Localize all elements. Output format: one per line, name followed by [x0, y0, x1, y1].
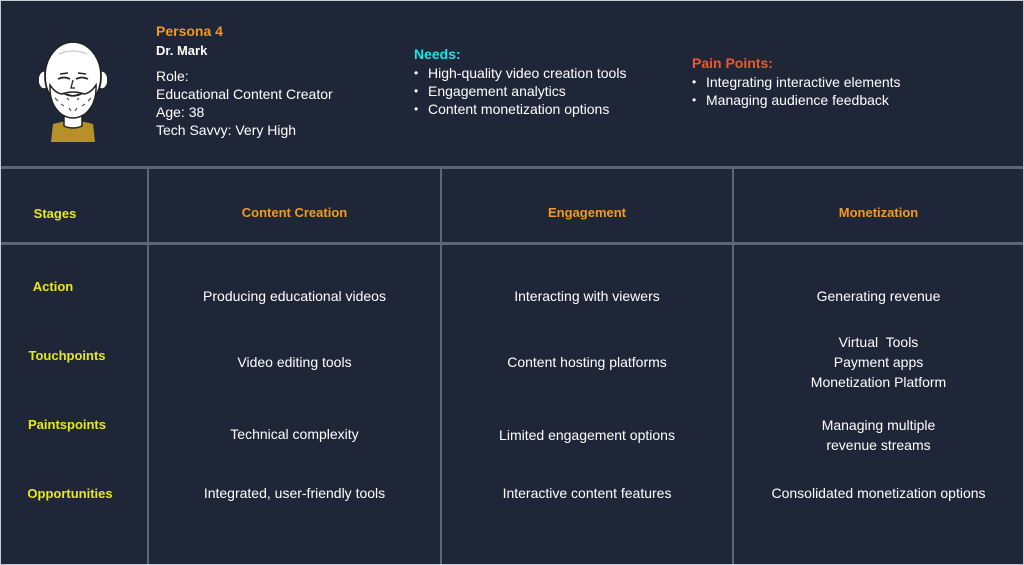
- stage-label-opportunities: Opportunities: [27, 486, 113, 501]
- cell-line: Video editing tools: [237, 354, 352, 370]
- needs-item: Engagement analytics: [414, 82, 626, 100]
- bald-bearded-man-avatar-icon: [39, 41, 107, 142]
- pain-points-list: Integrating interactive elements Managin…: [692, 73, 901, 109]
- table-cell: Generating revenue: [734, 286, 1023, 306]
- table-cell: Video editing tools: [149, 352, 440, 372]
- pain-points-heading: Pain Points:: [692, 55, 773, 71]
- header-divider: [1, 166, 1023, 169]
- table-cell: Limited engagement options: [442, 425, 732, 445]
- table-cell: Interactive content features: [442, 483, 732, 503]
- cell-line: Technical complexity: [230, 426, 359, 442]
- stages-header: Stages: [33, 206, 77, 221]
- needs-heading: Needs:: [414, 46, 461, 62]
- stage-label-action: Action: [32, 279, 74, 294]
- cell-line: Content hosting platforms: [507, 354, 667, 370]
- cell-line: Producing educational videos: [203, 288, 386, 304]
- pain-points-item: Managing audience feedback: [692, 91, 901, 109]
- stage-label-paintspoints: Paintspoints: [27, 417, 106, 432]
- persona-role-label: Role:: [156, 68, 189, 84]
- needs-item: High-quality video creation tools: [414, 64, 626, 82]
- cell-line: Monetization Platform: [810, 374, 947, 390]
- stage-label-touchpoints: Touchpoints: [28, 348, 106, 363]
- cell-line: Payment apps: [833, 354, 924, 370]
- table-cell: Managing multiple revenue streams: [734, 415, 1023, 455]
- pain-points-item: Integrating interactive elements: [692, 73, 901, 91]
- cell-line: Generating revenue: [816, 288, 941, 304]
- column-divider: [147, 169, 149, 564]
- table-cell: Technical complexity: [149, 424, 440, 444]
- needs-list: High-quality video creation tools Engage…: [414, 64, 626, 118]
- table-cell: Producing educational videos: [149, 286, 440, 306]
- column-divider: [440, 169, 442, 564]
- cell-line: Managing multiple: [821, 417, 936, 433]
- cell-line: Interacting with viewers: [514, 288, 660, 304]
- persona-tech-savvy: Tech Savvy: Very High: [156, 122, 297, 138]
- column-header-engagement: Engagement: [547, 205, 626, 220]
- cell-line: Virtual Tools: [838, 334, 919, 350]
- persona-age: Age: 38: [156, 104, 205, 120]
- cell-line: Consolidated monetization options: [771, 485, 986, 501]
- column-header-content-creation: Content Creation: [241, 205, 348, 220]
- table-header-divider: [1, 242, 1023, 245]
- table-cell: Consolidated monetization options: [734, 483, 1023, 503]
- column-header-monetization: Monetization: [838, 205, 919, 220]
- cell-line: Interactive content features: [502, 485, 672, 501]
- cell-line: revenue streams: [826, 437, 931, 453]
- persona-name: Dr. Mark: [156, 43, 208, 58]
- table-cell: Interacting with viewers: [442, 286, 732, 306]
- cell-line: Limited engagement options: [499, 427, 675, 443]
- needs-item: Content monetization options: [414, 100, 626, 118]
- persona-title: Persona 4: [156, 23, 223, 39]
- table-cell: Integrated, user-friendly tools: [149, 483, 440, 503]
- persona-role: Educational Content Creator: [156, 86, 333, 102]
- column-divider: [732, 169, 734, 564]
- table-cell: Content hosting platforms: [442, 352, 732, 372]
- cell-line: Integrated, user-friendly tools: [203, 485, 386, 501]
- table-cell: Virtual Tools Payment apps Monetization …: [734, 332, 1023, 392]
